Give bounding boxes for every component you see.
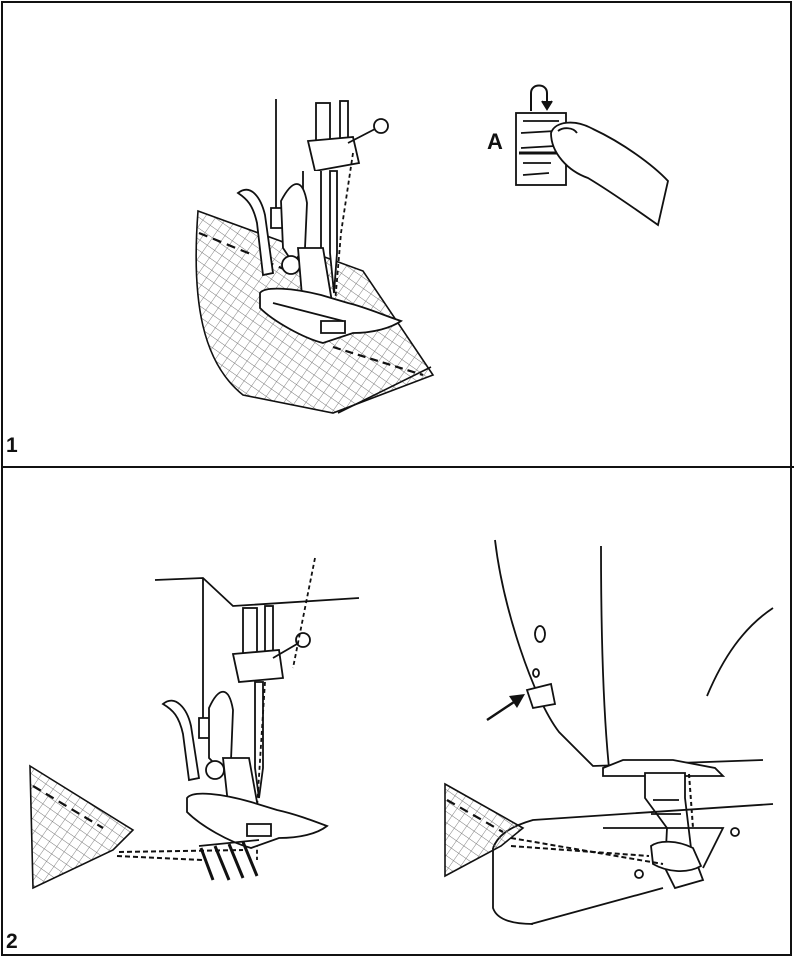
panel-2 [3, 468, 792, 956]
panel-divider [1, 466, 794, 468]
presser-foot-illustration [154, 557, 360, 881]
panel-1-illustration [195, 84, 669, 414]
panel-1: A [3, 3, 792, 466]
finger-illustration [550, 121, 669, 227]
presser-foot-illustration [236, 99, 403, 344]
arrow-icon [486, 694, 525, 721]
fabric-icon [444, 782, 525, 878]
fabric-icon [29, 764, 135, 890]
thread-line-icon [116, 855, 204, 861]
thread-line-icon [118, 849, 244, 853]
thread-line-icon [510, 837, 664, 865]
callout-label-a: A [487, 129, 503, 154]
thread-line-icon [510, 845, 650, 857]
step-number-2: 2 [6, 930, 18, 953]
machine-body-illustration [492, 539, 774, 925]
thread-line-icon [688, 773, 694, 829]
step-number-1: 1 [6, 434, 18, 457]
panel-2-illustration [29, 539, 774, 925]
rotate-arrow-icon [530, 84, 553, 111]
